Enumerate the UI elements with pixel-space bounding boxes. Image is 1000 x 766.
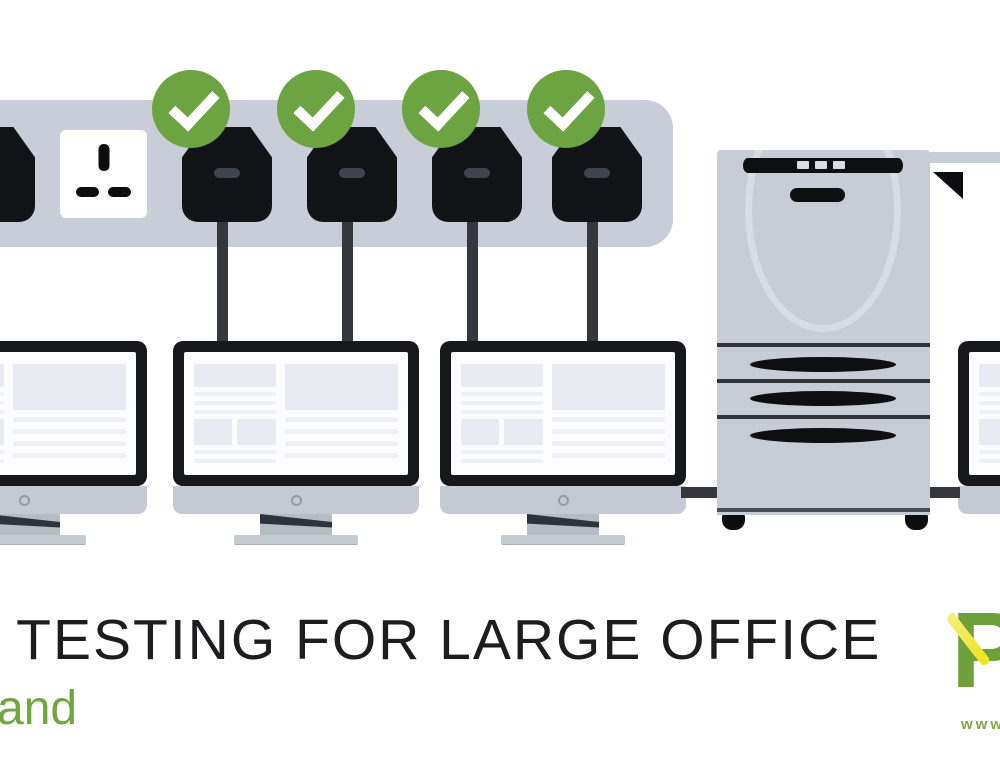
- printer-paper-tray: [930, 152, 1000, 163]
- subtitle-text: and: [0, 682, 78, 735]
- monitor-base: [0, 535, 86, 544]
- plug-cable-slot: [464, 168, 490, 178]
- checkmark-icon: [277, 70, 355, 148]
- monitor-4-partial: [958, 341, 1000, 543]
- monitor-bezel: [958, 341, 1000, 486]
- monitor-stand: [260, 514, 332, 535]
- tick-glyph: [168, 79, 220, 132]
- power-cable: [217, 170, 228, 352]
- plug-cable-slot: [339, 168, 365, 178]
- screen-wireframe-right: [12, 364, 126, 463]
- screen-wireframe-left: [0, 364, 4, 463]
- printer-button: [815, 161, 827, 169]
- screen-wireframe-right: [284, 364, 398, 463]
- monitor-bezel: [173, 341, 419, 486]
- monitor-bezel: [0, 341, 147, 486]
- power-cable: [587, 170, 598, 352]
- monitor-3: [440, 341, 686, 544]
- camera-icon: [290, 494, 302, 506]
- printer-foot: [905, 513, 928, 530]
- plug-cable-slot: [214, 168, 240, 178]
- monitor-1-partial: [0, 341, 147, 544]
- checkmark-icon: [402, 70, 480, 148]
- monitor-stand: [527, 514, 599, 535]
- checkmark-icon: [527, 70, 605, 148]
- printer-drawer-handle: [750, 428, 896, 443]
- monitor-chin: [958, 486, 1000, 514]
- plug-2: [307, 127, 397, 222]
- monitor-screen: [0, 352, 136, 475]
- printer-button: [797, 161, 809, 169]
- printer-output-slot: [790, 188, 845, 202]
- power-cable: [342, 170, 353, 352]
- tick-glyph: [418, 79, 470, 132]
- socket-neutral-pin: [108, 187, 131, 197]
- printer-cable-right: [928, 487, 960, 498]
- monitor-bezel: [440, 341, 686, 486]
- monitor-base: [501, 535, 625, 544]
- printer-divider: [717, 379, 930, 383]
- logo-url-text: www: [961, 716, 1000, 733]
- socket-earth-pin: [98, 144, 109, 171]
- printer-cable-left: [681, 487, 719, 498]
- printer-button: [833, 161, 845, 169]
- monitor-chin: [440, 486, 686, 514]
- monitor-chin: [173, 486, 419, 514]
- screen-wireframe-left: [461, 364, 543, 463]
- tick-glyph: [293, 79, 345, 132]
- printer-drawer-handle: [750, 357, 896, 372]
- socket-outlet: [60, 130, 147, 218]
- printer-foot: [722, 513, 745, 530]
- printer-divider: [717, 343, 930, 347]
- printer: [717, 150, 930, 515]
- camera-icon: [557, 494, 569, 506]
- camera-icon: [18, 494, 30, 506]
- power-cable: [467, 170, 478, 352]
- monitor-screen: [184, 352, 408, 475]
- monitor-screen: [969, 352, 1000, 475]
- monitor-stand: [0, 514, 60, 535]
- monitor-chin: [0, 486, 147, 514]
- headline-text: PAT TESTING FOR LARGE OFFICE: [0, 608, 882, 672]
- tick-glyph: [543, 79, 595, 132]
- printer-curve-highlight: [745, 150, 901, 332]
- printer-bottom-edge: [717, 508, 930, 512]
- monitor-2: [173, 341, 419, 544]
- printer-drawer-handle: [750, 391, 896, 406]
- checkmark-icon: [152, 70, 230, 148]
- printer-control-panel: [743, 158, 903, 173]
- screen-wireframe-right: [551, 364, 665, 463]
- screen-wireframe-left: [194, 364, 276, 463]
- screen-wireframe-left: [979, 364, 1000, 463]
- printer-paper-corner: [933, 172, 963, 199]
- plug-cable-slot: [584, 168, 610, 178]
- monitor-base: [234, 535, 358, 544]
- socket-live-pin: [76, 187, 99, 197]
- monitor-screen: [451, 352, 675, 475]
- printer-divider: [717, 415, 930, 419]
